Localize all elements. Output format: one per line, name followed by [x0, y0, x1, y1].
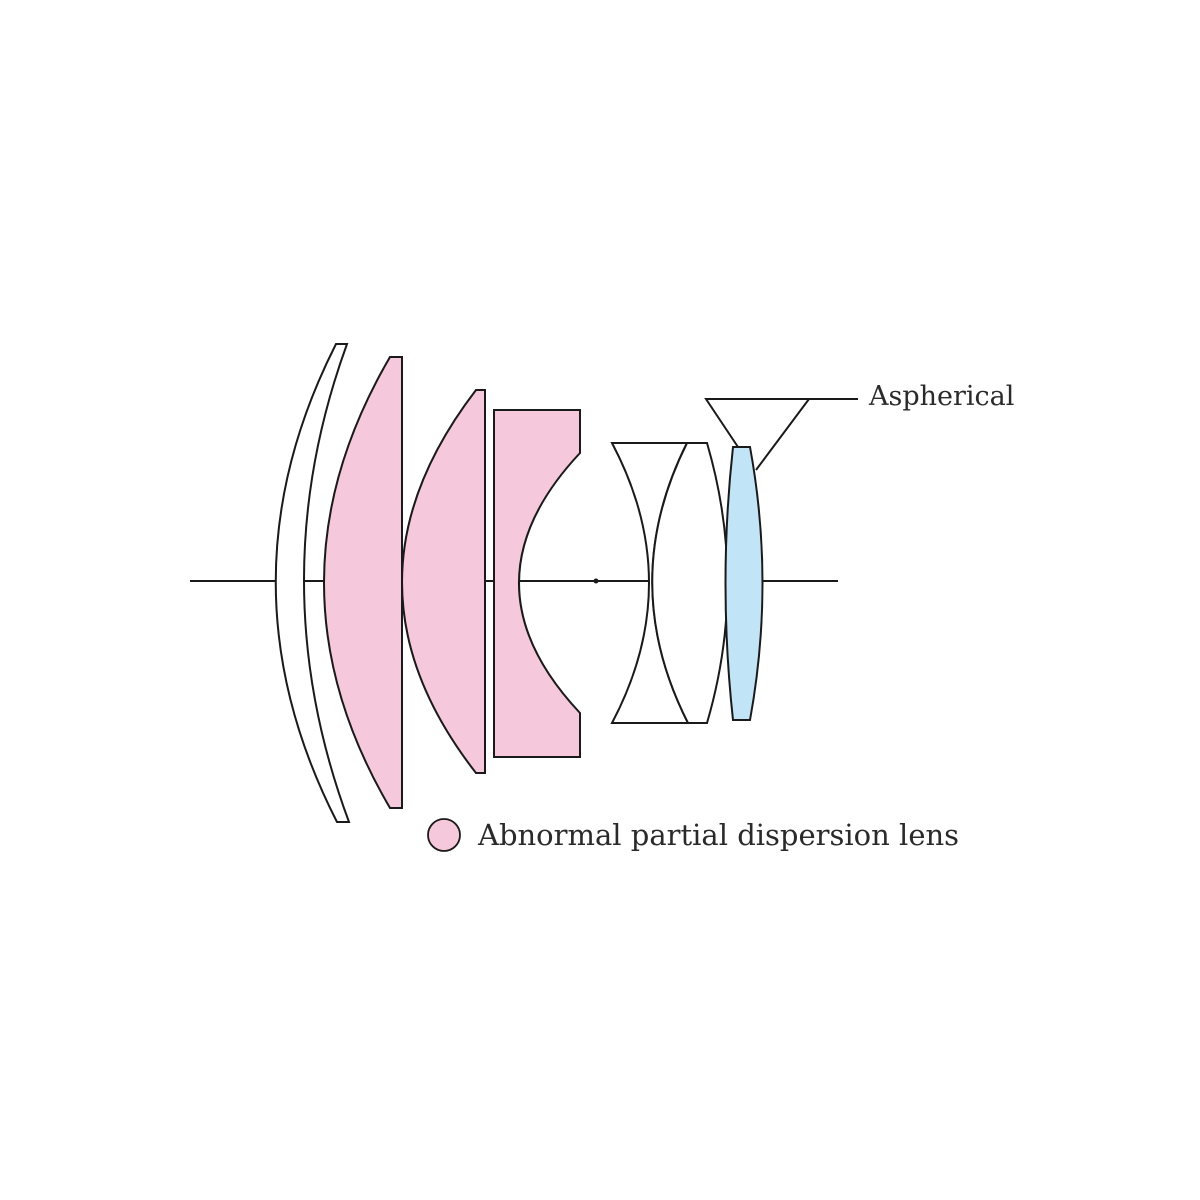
lens-element-1 [274, 343, 351, 823]
aspherical-pointer-triangle [704, 398, 809, 448]
aspherical-label: Aspherical [868, 381, 1014, 412]
stop-marker [593, 578, 599, 584]
aspherical-leader-line [755, 398, 858, 471]
lens-element-3 [401, 389, 486, 774]
legend-label: Abnormal partial dispersion lens [477, 818, 959, 852]
lens-element-2 [323, 356, 403, 809]
lens-element-6 [651, 442, 729, 724]
lens-element-4 [493, 409, 581, 758]
legend-swatch-pink [427, 818, 461, 852]
lens-element-7-aspherical [724, 446, 764, 721]
